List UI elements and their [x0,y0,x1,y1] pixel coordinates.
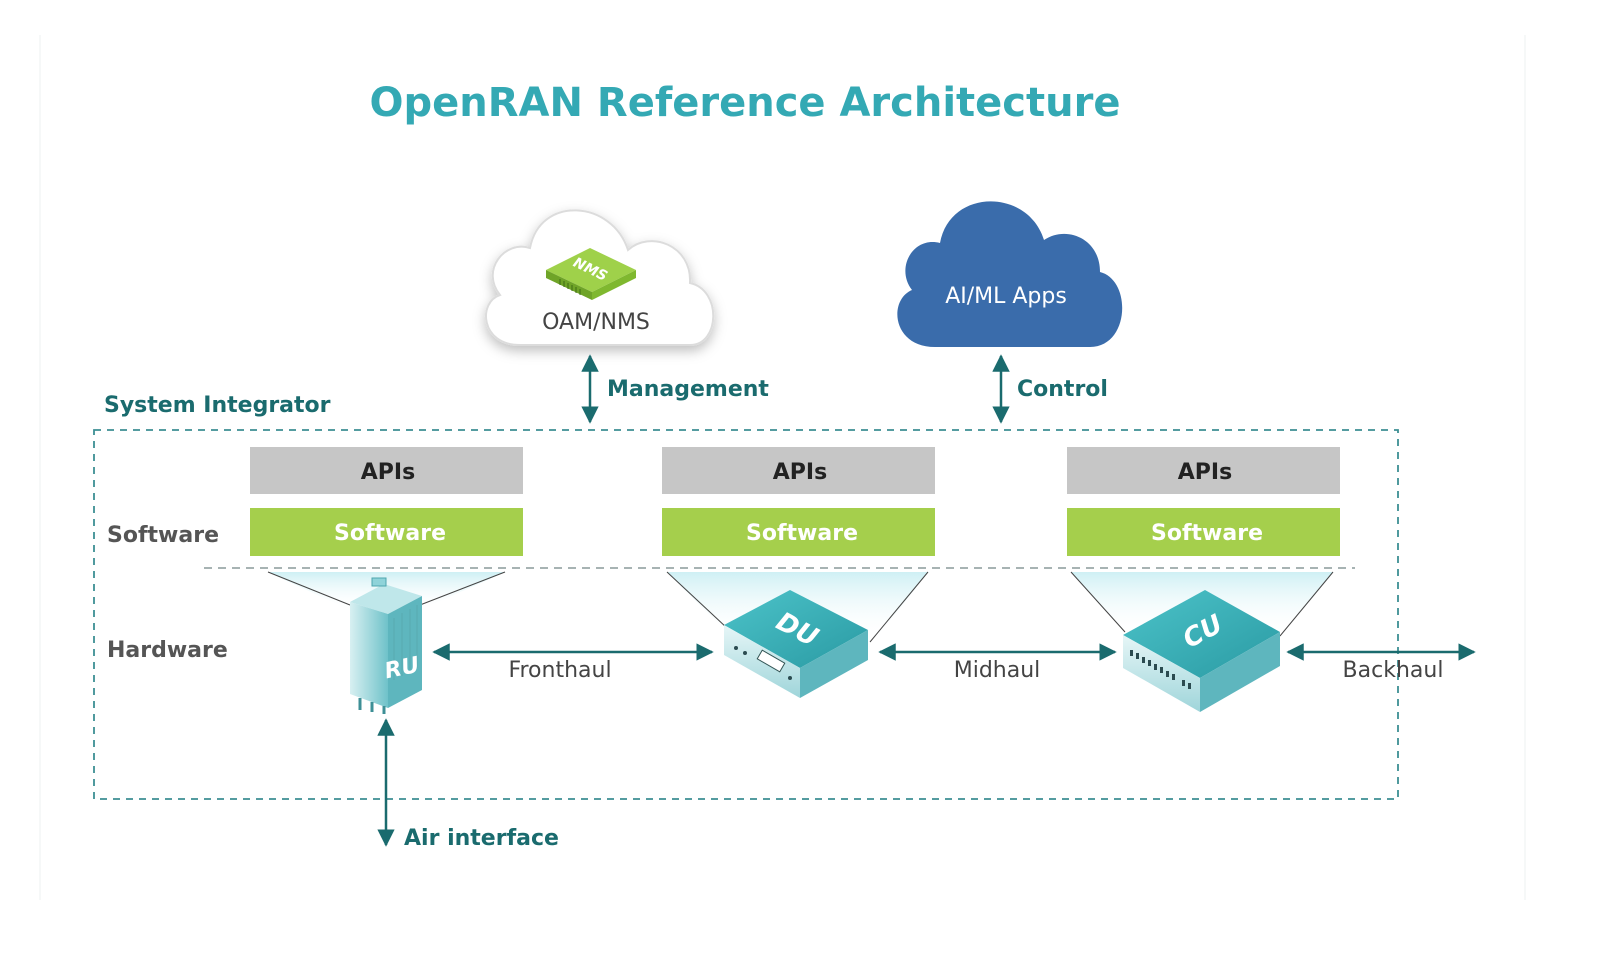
ru-beam-edge-right [419,571,506,606]
software-box [662,508,935,556]
api-label: APIs [773,460,827,485]
management-label: Management [607,377,769,402]
software-label: Software [1151,521,1263,546]
software-box [1067,508,1340,556]
air-interface-label: Air interface [404,826,559,851]
software-label: Software [746,521,858,546]
fronthaul-label: Fronthaul [508,658,611,683]
oam-nms-label: OAM/NMS [542,310,650,335]
api-box [1067,447,1340,494]
ru-device-icon: RU [350,577,422,714]
du-device-icon: DU [724,590,868,698]
aiml-apps-label: AI/ML Apps [945,284,1067,309]
control-label: Control [1017,377,1108,402]
stack-ru: APIs Software [250,447,523,556]
api-box [250,447,523,494]
system-integrator-boundary [93,429,1399,800]
software-label: Software [334,521,446,546]
midhaul-label: Midhaul [954,658,1041,683]
software-row-label: Software [107,523,219,548]
api-label: APIs [1178,460,1232,485]
page-title: OpenRAN Reference Architecture [370,80,1121,126]
api-label: APIs [361,460,415,485]
api-box [662,447,935,494]
nms-server-icon: NMS [546,248,636,300]
backhaul-label: Backhaul [1343,658,1444,683]
aiml-apps-cloud [897,201,1123,347]
cu-beam-edge-left [1070,571,1126,633]
cu-beam-edge-right [1279,571,1334,637]
ru-beam-edge-left [267,571,351,606]
stack-du: APIs Software [662,447,935,556]
du-beam-edge-left [666,571,728,629]
stack-cu: APIs Software [1067,447,1340,556]
cu-device-icon: CU [1123,590,1280,712]
hardware-row-label: Hardware [107,638,228,663]
system-integrator-label: System Integrator [104,393,331,418]
software-box [250,508,523,556]
du-beam-edge-right [869,571,929,643]
